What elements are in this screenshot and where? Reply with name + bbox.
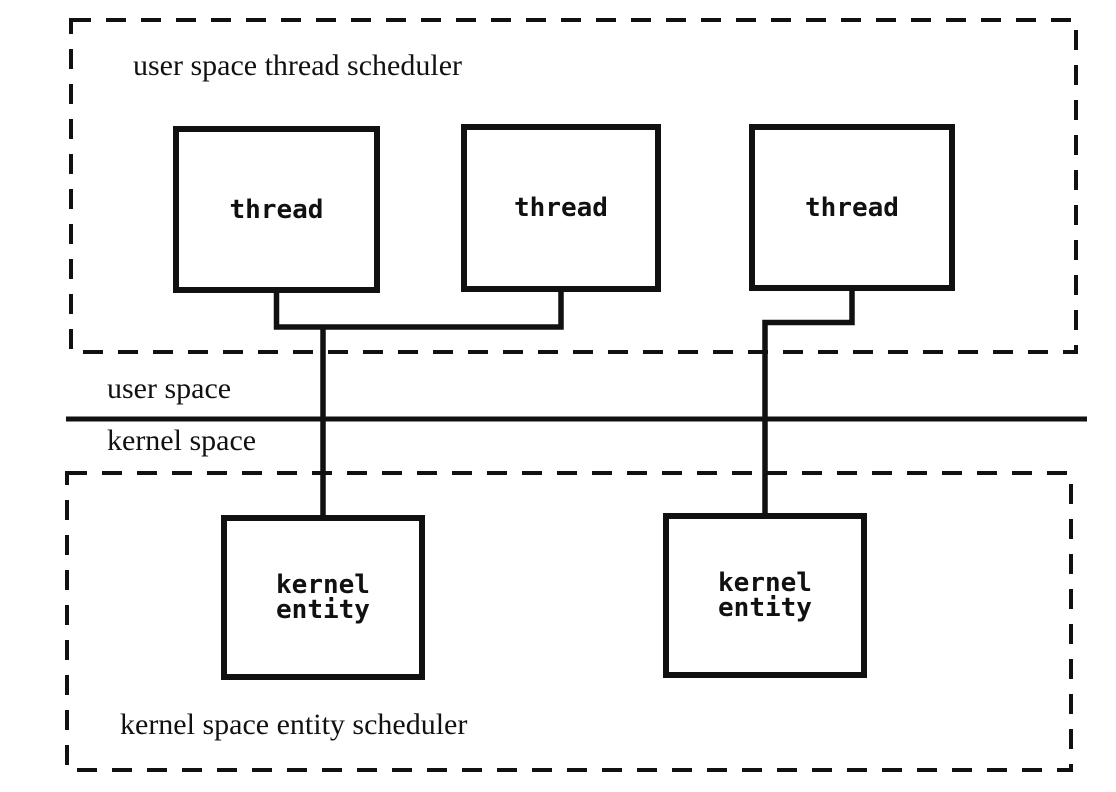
thread1-thread2-bus-connector — [273, 290, 564, 330]
kernel-entity-box-2: kernel entity — [663, 513, 867, 678]
user-scheduler-dashed-border — [69, 18, 1078, 354]
kernel-entity-label-2: kernel entity — [718, 567, 812, 623]
user-scheduler-label: user space thread scheduler — [133, 49, 463, 82]
kernel-space-label: kernel space — [107, 424, 257, 457]
thread-box-1: thread — [173, 126, 380, 293]
kernel-scheduler-label: kernel space entity scheduler — [120, 708, 468, 741]
kernel-scheduler-dashed-border — [65, 471, 1073, 772]
thread-box-3: thread — [749, 124, 955, 291]
thread-box-2: thread — [461, 124, 661, 292]
thread-label-2: thread — [514, 193, 608, 223]
kernel-entity-label-1: kernel entity — [276, 569, 370, 625]
thread3-to-kernel-entity-2-connector — [762, 289, 855, 516]
thread-label-1: thread — [229, 194, 324, 225]
user-space-label: user space — [107, 372, 232, 405]
kernel-entity-box-1: kernel entity — [221, 515, 425, 680]
thread-label-3: thread — [805, 192, 899, 223]
